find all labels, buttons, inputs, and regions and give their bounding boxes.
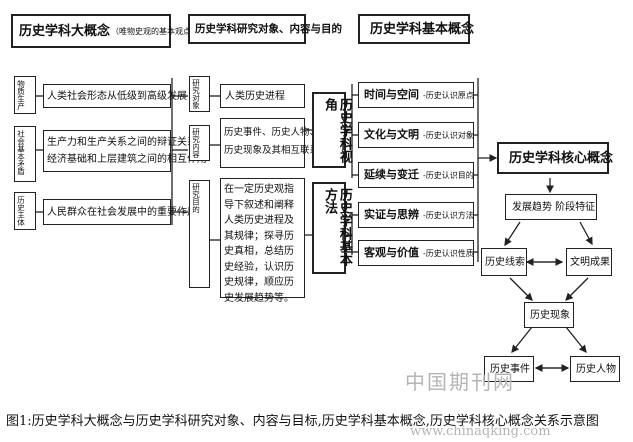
concept-main: 实证与思辨	[364, 208, 419, 221]
concept-sub: -历史认识原点	[423, 91, 474, 100]
research-header: 历史学科研究对象、内容与目的	[188, 14, 342, 44]
civilization-result-text: 文明成果	[570, 257, 610, 268]
connector-arrow	[504, 221, 521, 247]
concept-main: 时间与空间	[364, 88, 419, 101]
historical-clue-box: 历史线索	[481, 248, 527, 276]
research-object-box: 人类历史进程	[220, 84, 305, 108]
research-content-box: 历史事件、历史人物、 历史现象及其相互联系	[220, 118, 319, 168]
concept-culture-civilization: 文化与文明 -历史认识对象	[358, 122, 474, 148]
concept-continuity-change: 延续与变迁 -历史认识目的	[358, 162, 474, 188]
research-purpose-text: 在一定历史观指导下叙述和阐释人类历史进程及其规律；探寻历史真相，总结历史经验，认…	[224, 184, 294, 304]
label-text: 研究对象	[191, 79, 201, 109]
connector-arrow	[509, 277, 533, 301]
label-text: 社会基本矛盾	[16, 130, 26, 175]
big-concept-header: 历史学科大概念 （唯物史观的基本观点）	[11, 14, 199, 48]
perspective-box: 历史学科视角	[312, 92, 352, 168]
item-text: 人民群众在社会发展中的重要作用等	[47, 207, 207, 218]
concept-sub: -历史认识方法	[423, 211, 474, 220]
label-text: 研究目的	[191, 183, 201, 213]
historical-event-box: 历史事件	[484, 356, 534, 382]
item-text: 生产力和生产关系之间的辩证关系、	[47, 137, 207, 148]
label-text: 物质生产	[16, 80, 26, 110]
concept-sub: -历史认识目的	[423, 171, 474, 180]
label-research-object: 研究对象	[189, 76, 210, 112]
basic-concepts-title: 历史学科基本概念	[370, 22, 475, 37]
concept-main: 客观与价值	[364, 246, 419, 259]
label-text: 历史主体	[16, 196, 26, 226]
label-research-content: 研究内容	[189, 125, 210, 161]
big-concept-subtitle: （唯物史观的基本观点）	[111, 27, 199, 36]
historical-person-text: 历史人物	[576, 364, 616, 375]
concept-evidence-reasoning: 实证与思辨 -历史认识方法	[358, 202, 474, 228]
watermark-cn: 中国期刊网	[405, 370, 515, 394]
historical-event-text: 历史事件	[490, 364, 530, 375]
core-concepts-header: 历史学科核心概念	[497, 142, 613, 174]
historical-phenomenon-text: 历史现象	[530, 310, 570, 321]
item-text: 人类社会形态从低级到高级发展	[47, 91, 187, 102]
label-research-purpose: 研究目的	[189, 180, 210, 288]
concept-main: 文化与文明	[364, 128, 419, 141]
item-masses-role: 人民群众在社会发展中的重要作用等	[43, 199, 207, 225]
trend-stage-text: 发展趋势 阶段特征	[512, 202, 596, 213]
historical-phenomenon-box: 历史现象	[524, 302, 574, 328]
basic-method-text: 历史学科基本方法	[321, 188, 352, 266]
research-object-text: 人类历史进程	[225, 91, 285, 102]
research-title: 历史学科研究对象、内容与目的	[195, 23, 342, 35]
connector-arrow	[565, 326, 587, 354]
basic-concepts-header: 历史学科基本概念	[358, 14, 474, 44]
watermark-url: www.chinaqking.com	[410, 424, 551, 439]
research-content-text: 历史事件、历史人物、	[224, 127, 320, 138]
item-text: 经济基础和上层建筑之间的相互作用	[47, 154, 207, 165]
research-content-text: 历史现象及其相互联系	[224, 145, 320, 156]
figure-caption: 图1:历史学科大概念与历史学科研究对象、内容与目标,历史学科基本概念,历史学科核…	[6, 414, 599, 429]
concept-sub: -历史认识性质	[423, 249, 474, 258]
research-purpose-box: 在一定历史观指导下叙述和阐释人类历史进程及其规律；探寻历史真相，总结历史经验，认…	[220, 178, 305, 304]
big-concept-title: 历史学科大概念	[19, 24, 111, 39]
connector-arrow	[511, 326, 533, 354]
core-concepts-title: 历史学科核心概念	[509, 151, 614, 166]
label-historical-subject: 历史主体	[14, 192, 36, 230]
civilization-result-box: 文明成果	[566, 248, 612, 276]
historical-clue-text: 历史线索	[485, 257, 525, 268]
trend-stage-box: 发展趋势 阶段特征	[505, 194, 597, 220]
connector-arrow	[565, 277, 589, 301]
historical-person-box: 历史人物	[570, 356, 620, 382]
label-material-production: 物质生产	[14, 76, 36, 114]
basic-method-box: 历史学科基本方法	[312, 182, 352, 274]
perspective-text: 历史学科视角	[321, 98, 352, 163]
item-contradictions: 生产力和生产关系之间的辩证关系、 经济基础和上层建筑之间的相互作用	[43, 130, 207, 172]
concept-sub: -历史认识对象	[423, 131, 474, 140]
concept-main: 延续与变迁	[364, 168, 419, 181]
concept-objective-value: 客观与价值 -历史认识性质	[358, 240, 474, 266]
label-basic-contradiction: 社会基本矛盾	[14, 126, 36, 182]
concept-time-space: 时间与空间 -历史认识原点	[358, 82, 474, 108]
item-social-form: 人类社会形态从低级到高级发展	[43, 84, 187, 108]
connector-arrow	[579, 221, 593, 246]
label-text: 研究内容	[191, 128, 201, 158]
